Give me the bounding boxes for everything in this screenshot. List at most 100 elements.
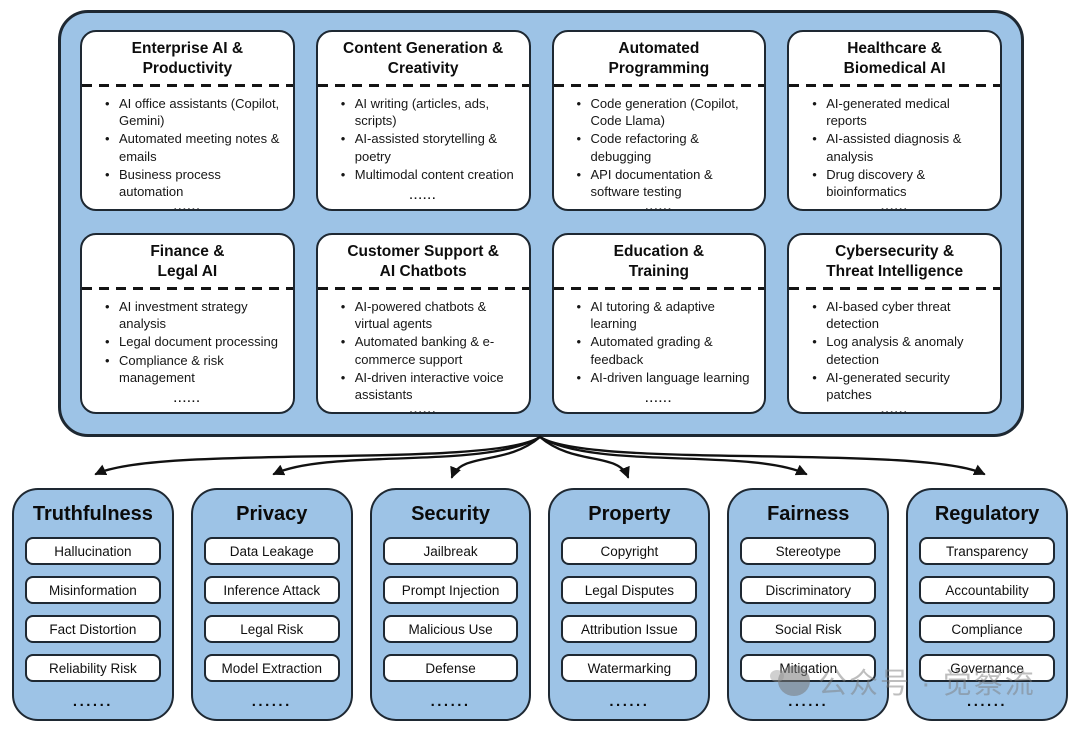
risk-item: Fact Distortion <box>25 615 161 643</box>
dashed-divider <box>789 286 1000 290</box>
app-card-title: Finance & Legal AI <box>150 243 225 280</box>
risk-item: Social Risk <box>740 615 877 643</box>
app-card-finance-legal: Finance & Legal AI AI investment strateg… <box>80 233 295 414</box>
bullet-item: AI-assisted storytelling & poetry <box>329 130 518 165</box>
risk-item: Inference Attack <box>203 576 340 604</box>
ellipsis: ...... <box>251 693 292 710</box>
risk-item: Stereotype <box>740 537 877 565</box>
app-card-title: Cybersecurity & Threat Intelligence <box>826 243 964 280</box>
risk-item: Data Leakage <box>203 537 340 565</box>
risk-item: Copyright <box>561 537 698 565</box>
arrow-to-truthfulness <box>94 435 542 476</box>
risk-item: Jailbreak <box>382 537 519 565</box>
risk-item: Legal Disputes <box>561 576 698 604</box>
ellipsis: ...... <box>409 404 437 414</box>
bullet-item: AI-powered chatbots & virtual agents <box>329 298 518 333</box>
bullet-item: Multimodal content creation <box>329 166 518 184</box>
ellipsis: ...... <box>609 693 650 710</box>
app-card-bullets: AI-based cyber threat detectionLog analy… <box>800 298 989 405</box>
bullet-item: Business process automation <box>93 166 282 201</box>
bullet-item: Drug discovery & bioinformatics <box>800 166 989 201</box>
risk-item: Legal Risk <box>203 615 340 643</box>
risk-column-title: Fairness <box>767 503 850 525</box>
risk-item: Governance <box>919 654 1055 682</box>
bullet-item: AI writing (articles, ads, scripts) <box>329 95 518 130</box>
ellipsis: ...... <box>72 693 113 710</box>
risk-column-title: Regulatory <box>934 503 1040 525</box>
ellipsis: ...... <box>788 693 829 710</box>
risk-column-title: Property <box>588 503 671 525</box>
app-card-bullets: AI office assistants (Copilot, Gemini)Au… <box>93 95 282 202</box>
bullet-item: AI tutoring & adaptive learning <box>565 298 754 333</box>
dashed-divider <box>317 286 529 290</box>
risk-item: Hallucination <box>25 537 161 565</box>
app-card-bullets: AI writing (articles, ads, scripts)AI-as… <box>329 95 518 184</box>
bullet-item: Legal document processing <box>93 333 282 351</box>
bullet-item: AI-generated security patches <box>800 369 989 404</box>
app-card-title: Automated Programming <box>608 40 710 77</box>
app-card-title: Healthcare & Biomedical AI <box>843 40 946 77</box>
arrow-to-security <box>450 435 542 479</box>
app-card-education: Education & Training AI tutoring & adapt… <box>551 233 767 414</box>
arrow-to-regulatory <box>538 435 986 476</box>
ellipsis: ...... <box>173 201 202 211</box>
risk-column-title: Security <box>411 503 491 525</box>
app-card-title: Enterprise AI & Productivity <box>131 40 244 77</box>
risk-item: Watermarking <box>561 654 698 682</box>
ellipsis: ...... <box>173 392 202 405</box>
ellipsis: ...... <box>645 392 673 405</box>
app-card-healthcare: Healthcare & Biomedical AI AI-generated … <box>787 30 1002 211</box>
ellipsis: ...... <box>430 693 471 710</box>
app-card-title: Content Generation & Creativity <box>343 40 504 77</box>
bullet-item: AI-driven language learning <box>565 369 754 387</box>
app-card-bullets: Code generation (Copilot, Code Llama)Cod… <box>565 95 754 202</box>
bullet-item: Code generation (Copilot, Code Llama) <box>565 95 754 130</box>
app-card-content-generation: Content Generation & Creativity AI writi… <box>315 30 531 211</box>
arrow-to-fairness <box>538 435 808 476</box>
dashed-divider <box>553 83 765 87</box>
arrow-to-property <box>538 435 630 479</box>
ellipsis: ...... <box>880 201 909 211</box>
dashed-divider <box>789 83 1000 87</box>
bullet-item: Compliance & risk management <box>93 352 282 387</box>
risk-item: Attribution Issue <box>561 615 698 643</box>
risk-item: Defense <box>382 654 519 682</box>
app-card-title: Education & Training <box>613 243 705 280</box>
app-card-enterprise: Enterprise AI & Productivity AI office a… <box>80 30 295 211</box>
bullet-item: Automated grading & feedback <box>565 333 754 368</box>
risk-item: Mitigation <box>740 654 877 682</box>
risk-item: Model Extraction <box>203 654 340 682</box>
bullet-item: AI office assistants (Copilot, Gemini) <box>93 95 282 130</box>
bullet-item: AI investment strategy analysis <box>93 298 282 333</box>
applications-panel: Enterprise AI & Productivity AI office a… <box>58 10 1024 437</box>
dashed-divider <box>82 286 293 290</box>
bullet-item: AI-generated medical reports <box>800 95 989 130</box>
risk-item: Accountability <box>919 576 1055 604</box>
bullet-item: AI-driven interactive voice assistants <box>329 369 518 404</box>
bullet-item: Automated banking & e-commerce support <box>329 333 518 368</box>
app-card-customer-support: Customer Support & AI Chatbots AI-powere… <box>315 233 531 414</box>
risk-item: Prompt Injection <box>382 576 519 604</box>
bullet-item: AI-assisted diagnosis & analysis <box>800 130 989 165</box>
bullet-item: API documentation & software testing <box>565 166 754 201</box>
ellipsis: ...... <box>409 189 437 202</box>
app-card-bullets: AI-powered chatbots & virtual agentsAuto… <box>329 298 518 405</box>
ellipsis: ...... <box>645 201 673 211</box>
bullet-item: Code refactoring & debugging <box>565 130 754 165</box>
risk-item: Misinformation <box>25 576 161 604</box>
dashed-divider <box>553 286 765 290</box>
ellipsis: ...... <box>967 693 1008 710</box>
